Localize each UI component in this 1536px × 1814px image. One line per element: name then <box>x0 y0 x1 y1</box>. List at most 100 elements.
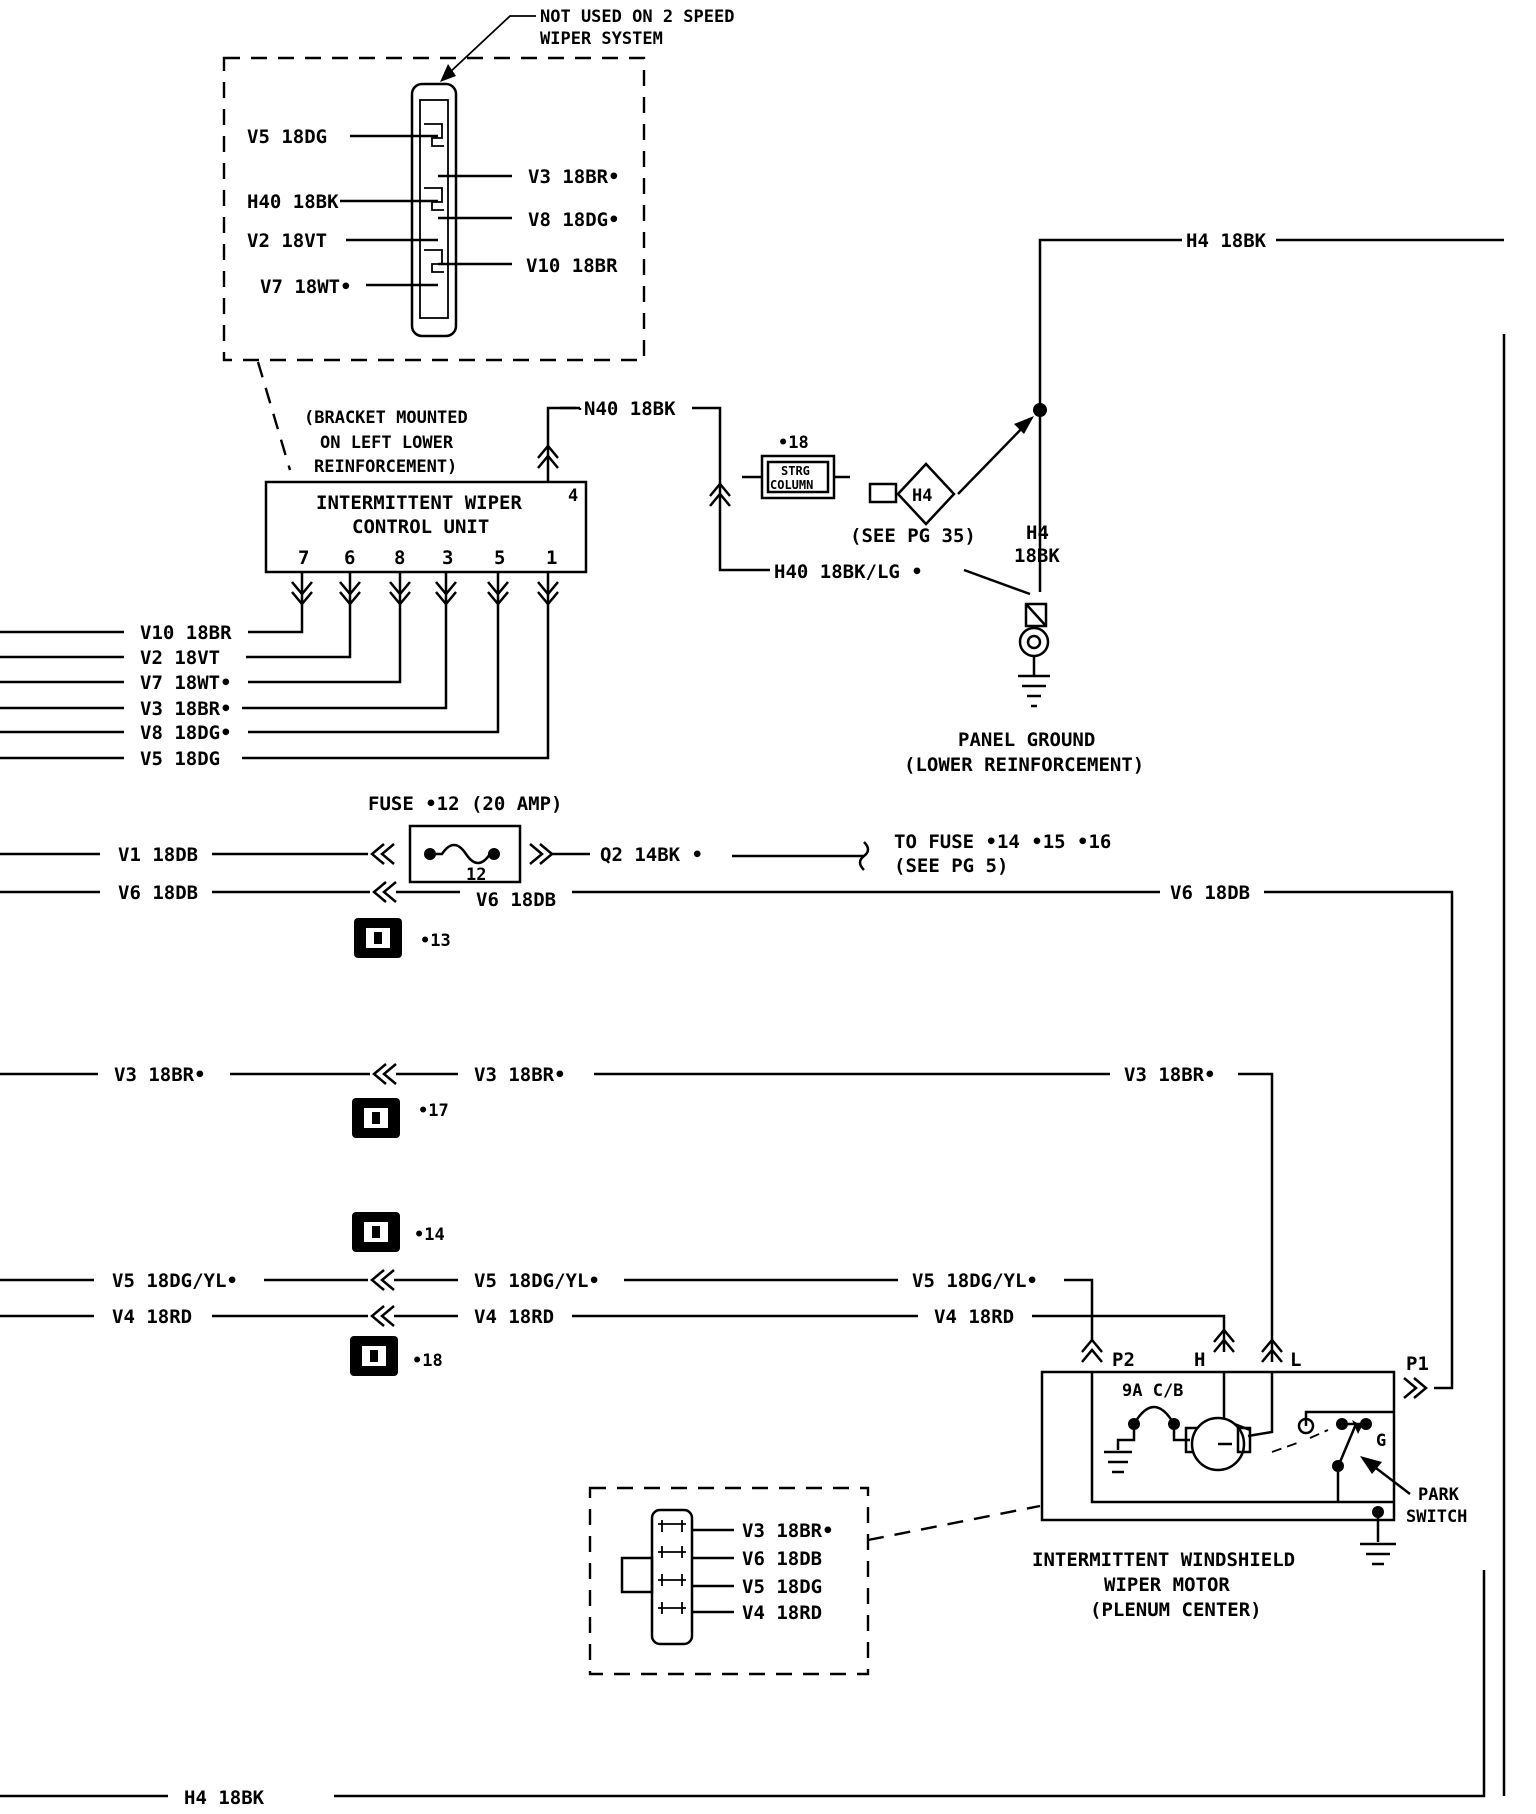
v3-to-motor-l <box>1238 1072 1274 1362</box>
v3-left-label: V3 18BR• <box>114 1064 206 1086</box>
bottom-connector-pins <box>658 1520 686 1614</box>
connector-17-label: •17 <box>418 1101 449 1121</box>
v3-mid-label: V3 18BR• <box>474 1064 566 1086</box>
motor-g-label: G <box>1376 1431 1386 1451</box>
left-wire-v10: V10 18BR <box>140 622 232 644</box>
v4-connector <box>370 1305 395 1327</box>
to-fuse-line1: TO FUSE •14 •15 •16 <box>894 831 1111 853</box>
fuse-box <box>408 824 522 884</box>
bottom-wire-v4: V4 18RD <box>742 1602 822 1624</box>
park-blade-tip <box>1352 1420 1362 1434</box>
h4-bottom-group: H4 18BK <box>0 334 1506 1809</box>
motor-ground-symbol <box>1360 1542 1396 1566</box>
pin-3: 3 <box>442 547 453 569</box>
pin-6: 6 <box>344 547 355 569</box>
v5-v4-wire-group: V5 18DG/YL• V5 18DG/YL• V5 18DG/YL• V4 1… <box>0 1269 1226 1352</box>
l-internal-wire <box>1247 1372 1274 1438</box>
motor-name-line2: WIPER MOTOR <box>1104 1574 1230 1596</box>
lead-pin6 <box>246 572 352 659</box>
bracket-line2: ON LEFT LOWER <box>320 433 454 453</box>
left-wire-v5: V5 18DG <box>140 748 220 770</box>
lead-pin3 <box>242 572 448 710</box>
p2-internal-wire <box>1090 1372 1394 1504</box>
v3-wire-group: V3 18BR• V3 18BR• V3 18BR• <box>0 1063 1274 1362</box>
breaker-to-motor <box>1172 1424 1190 1442</box>
p2-connector <box>1081 1338 1103 1363</box>
unit-pin-connectors <box>291 581 559 606</box>
panel-ground-symbol <box>1018 674 1050 708</box>
control-unit-box <box>264 480 588 574</box>
motor-h-label: H <box>1194 1349 1205 1371</box>
bottom-connector-dashed-box <box>588 1486 870 1676</box>
to-fuse-line2: (SEE PG 5) <box>894 855 1008 877</box>
lead-pin7 <box>248 572 304 634</box>
bottom-connector-latch <box>620 1556 654 1594</box>
v6-to-p1-wire <box>1264 890 1454 1390</box>
lead-pin1 <box>242 572 550 760</box>
motor-p1-label: P1 <box>1406 1353 1429 1375</box>
h4-splice-dot <box>1033 403 1047 417</box>
splice-label2: COLUMN <box>770 478 813 492</box>
bracket-line1: (BRACKET MOUNTED <box>304 408 468 428</box>
h40-label: H40 18BK/LG • <box>774 561 923 583</box>
bottom-wire-v5: V5 18DG <box>742 1576 822 1598</box>
bracket-line3: REINFORCEMENT) <box>314 457 457 477</box>
breaker-to-ground <box>1116 1424 1136 1450</box>
q2-label: Q2 14BK • <box>600 844 703 866</box>
h4-arrowhead <box>1014 416 1034 434</box>
v5-right-label: V5 18DG/YL• <box>912 1270 1038 1292</box>
top-wire-v2: V2 18VT <box>247 230 327 252</box>
fuse-in-connector <box>370 843 395 865</box>
bottom-connector-group: V3 18BR• V6 18DB V5 18DG V4 18RD <box>588 1486 870 1676</box>
h4-diamond <box>896 462 956 526</box>
fuse-section: FUSE •12 (20 AMP) V1 18DB 12 Q2 14BK • T… <box>0 793 1454 1390</box>
connector-18-label: •18 <box>412 1351 443 1371</box>
panel-ground-line2: (LOWER REINFORCEMENT) <box>904 754 1144 776</box>
top-wire-v10: V10 18BR <box>526 255 618 277</box>
v4-right-label: V4 18RD <box>934 1306 1014 1328</box>
pin-7: 7 <box>298 547 309 569</box>
lead-pin8 <box>248 572 402 684</box>
pin-8: 8 <box>394 547 405 569</box>
top-connector-dashed-box <box>222 56 646 362</box>
connector-17-icon <box>352 1098 400 1138</box>
splice-number: •18 <box>778 433 809 453</box>
n40-label: N40 18BK <box>584 398 676 420</box>
connector-icons: •13 •17 •14 •18 <box>350 918 451 1376</box>
h4-bottom-right-wire <box>334 1570 1486 1798</box>
connector-14-icon <box>352 1212 400 1252</box>
connector-13-label: •13 <box>420 931 451 951</box>
h4-arrow-line <box>957 419 1031 495</box>
v5-to-motor-p2 <box>1064 1278 1094 1340</box>
control-unit-pin4: 4 <box>568 486 578 506</box>
motor-name-line1: INTERMITTENT WINDSHIELD <box>1032 1549 1295 1571</box>
motor-l-label: L <box>1290 1349 1301 1371</box>
note-line2: WIPER SYSTEM <box>540 29 663 49</box>
park-cam-link <box>1271 1429 1329 1453</box>
h4-vertical-wire <box>1038 238 1182 592</box>
motor-to-connector-dashed-link <box>867 1504 1041 1542</box>
h4-top-label: H4 18BK <box>1186 230 1267 252</box>
v4-left-label: V4 18RD <box>112 1306 192 1328</box>
ground-eyelet-inner <box>1026 634 1042 650</box>
connector-14-label: •14 <box>414 1225 445 1245</box>
top-connector-inner <box>419 99 449 319</box>
v6-left-label: V6 18DB <box>118 882 198 904</box>
bottom-connector-body <box>650 1508 694 1646</box>
top-wire-h40: H40 18BK <box>247 191 339 213</box>
park-label1: PARK <box>1418 1485 1460 1505</box>
top-to-unit-dashed-link <box>256 361 292 471</box>
motor-brush-right <box>1236 1426 1252 1454</box>
v4-mid-label: V4 18RD <box>474 1306 554 1328</box>
top-wire-v7: V7 18WT• <box>260 276 352 298</box>
v1-label: V1 18DB <box>118 844 198 866</box>
h4-vert-label1: H4 <box>1026 522 1049 544</box>
v6-mid-label: V6 18DB <box>476 889 556 911</box>
control-unit-name-line1: INTERMITTENT WIPER <box>316 492 522 514</box>
panel-ground-line1: PANEL GROUND <box>958 729 1095 751</box>
splice-label1: STRG <box>781 464 810 478</box>
p1-internal-wire <box>1304 1410 1394 1426</box>
fuse-number: 12 <box>466 865 486 885</box>
wiper-motor-group: P2 H L P1 9A C/B G PARK <box>867 1328 1467 1621</box>
